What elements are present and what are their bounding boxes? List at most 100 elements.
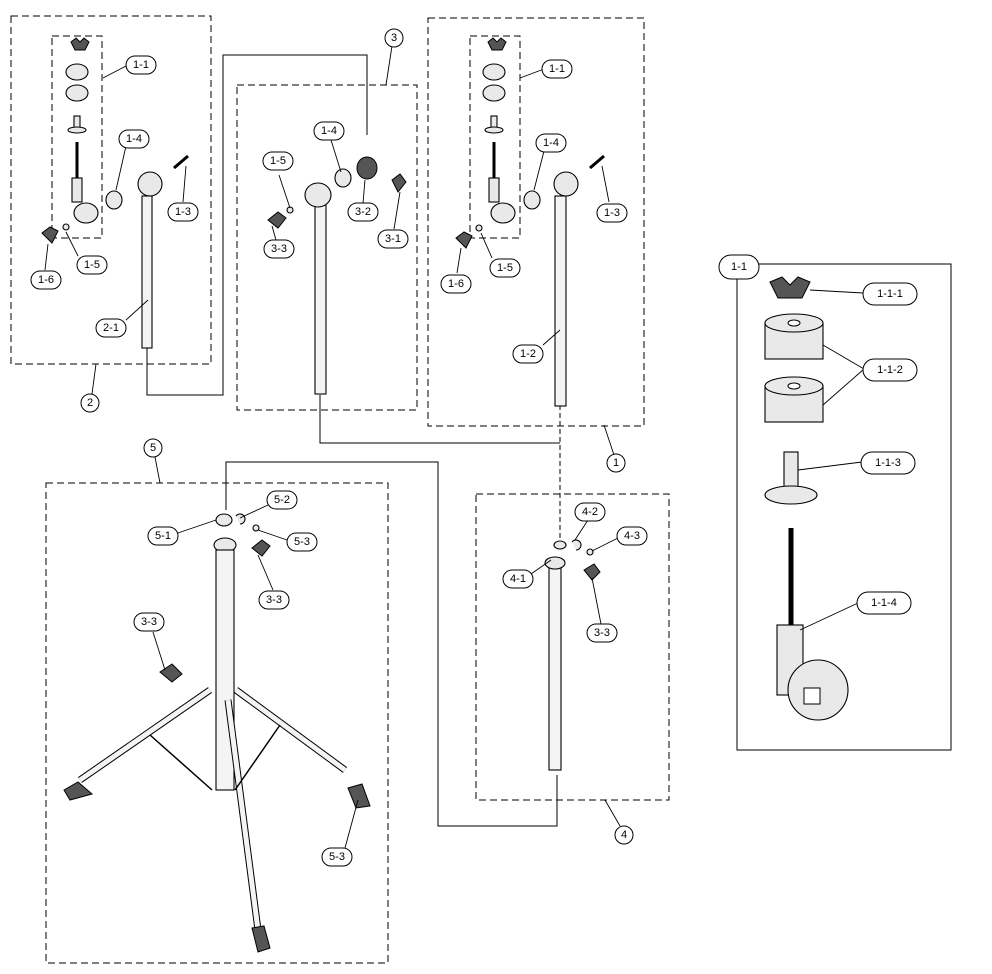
assembly-3-box — [236, 84, 418, 411]
assembly-3-number: 3 — [384, 28, 404, 48]
callout-label: 3-3 — [271, 243, 287, 255]
callout-pill: 1-3 — [596, 203, 628, 223]
callout-pill: 3-3 — [258, 590, 290, 610]
callout-label: 3-1 — [385, 233, 401, 245]
rubber-foot-icon — [347, 783, 371, 809]
center-pipe-icon — [215, 549, 235, 791]
wing-bolt-icon — [41, 226, 59, 244]
bushing-icon — [215, 513, 233, 527]
washer-icon — [586, 548, 594, 556]
wing-nut-icon — [487, 37, 507, 51]
washer-icon — [62, 223, 70, 231]
callout-pill: 1-1-1 — [862, 282, 918, 306]
callout-pill: 1-5 — [262, 151, 294, 171]
assembly-2-number: 2 — [80, 393, 100, 413]
leader-lines — [44, 45, 865, 849]
callout-label: 1-3 — [604, 207, 620, 219]
assembly-1-number: 1 — [606, 453, 626, 473]
rubber-foot-icon — [251, 925, 271, 953]
callout-pill: 3-3 — [586, 623, 618, 643]
spring-icon — [105, 190, 123, 210]
felt-hole-icon — [787, 319, 801, 327]
callout-label: 1-1 — [549, 63, 565, 75]
clip-icon — [235, 513, 246, 525]
callout-pill: 1-1-4 — [856, 591, 912, 615]
callout-pill: 1-4 — [118, 129, 150, 149]
callout-pill: 2-1 — [95, 318, 127, 338]
assembly-2-box — [10, 15, 212, 365]
callout-pill: 5-3 — [286, 532, 318, 552]
connector-5-to-4 — [225, 461, 558, 827]
tilter-body-icon — [71, 177, 83, 203]
wing-nut-icon — [70, 37, 90, 51]
callout-pill: 1-6 — [30, 270, 62, 290]
callout-label: 3-3 — [594, 627, 610, 639]
pipe-icon — [314, 199, 327, 395]
assembly-1-box — [427, 17, 645, 427]
detail-1-1-parts — [764, 276, 849, 721]
sleeve-icon — [73, 115, 81, 129]
tripod-leg-right-fill — [234, 687, 347, 773]
felt-washer-icon — [482, 84, 506, 102]
callout-pill: 3-3 — [133, 612, 165, 632]
callout-label: 5-3 — [294, 536, 310, 548]
wing-bolt-icon — [267, 211, 287, 229]
assembly-5-parts — [63, 513, 371, 953]
callout-label: 1-1 — [133, 59, 149, 71]
sleeve-flange-icon — [484, 126, 504, 134]
callout-pill: 5-2 — [266, 490, 298, 510]
tripod-leg-front-fill — [225, 699, 261, 931]
tilter-ring-icon — [553, 171, 579, 197]
subassembly-1-1-box-right — [469, 35, 521, 239]
clip-icon — [571, 539, 582, 551]
callout-pill: 1-2 — [512, 344, 544, 364]
callout-pill: 1-4 — [313, 121, 345, 141]
spring-icon — [523, 190, 541, 210]
callout-label: 5-2 — [274, 494, 290, 506]
wing-bolt-icon — [159, 663, 183, 683]
rubber-foot-icon — [63, 781, 94, 801]
callout-pill: 1-5 — [76, 255, 108, 275]
gear-block-icon — [356, 156, 378, 180]
callout-label: 1-4 — [126, 133, 142, 145]
callout-label: 4-2 — [582, 506, 598, 518]
callout-pill: 1-1 — [125, 55, 157, 75]
tripod-leg-left-fill — [78, 687, 212, 783]
detail-1-1-box — [736, 263, 952, 751]
callout-label: 1-2 — [520, 348, 536, 360]
brace-icon — [149, 734, 213, 791]
callout-pill: 4-3 — [616, 526, 648, 546]
felt-washer-icon — [65, 84, 89, 102]
felt-washer-icon — [482, 63, 506, 81]
felt-washer-icon — [65, 63, 89, 81]
wing-nut-icon — [769, 276, 811, 299]
tilter-body-icon — [488, 177, 500, 203]
callout-label: 1-1-1 — [877, 288, 903, 300]
assembly-2-label: 2 — [87, 397, 93, 409]
wing-bolt-icon — [455, 231, 473, 249]
washer-icon — [252, 524, 260, 532]
callout-pill: 3-1 — [377, 229, 409, 249]
callout-label: 3-3 — [141, 616, 157, 628]
callout-pill: 1-3 — [167, 202, 199, 222]
assembly-4-box — [475, 493, 670, 801]
callout-pill: 3-3 — [263, 239, 295, 259]
callout-label: 1-6 — [448, 278, 464, 290]
callout-pill: 5-1 — [147, 526, 179, 546]
assembly-5-box — [45, 482, 389, 964]
callout-label: 1-1-2 — [877, 364, 903, 376]
wing-bolt-icon — [583, 563, 601, 581]
assembly-2-parts — [41, 37, 189, 349]
callout-pill: 1-1-3 — [860, 451, 916, 475]
assembly-3-parts — [267, 156, 407, 395]
callout-label: 1-5 — [84, 259, 100, 271]
assembly-1-parts — [455, 37, 605, 407]
assembly-1-label: 1 — [613, 457, 619, 469]
callout-pill: 1-1 — [541, 59, 573, 79]
callout-label: 1-1-4 — [871, 597, 897, 609]
spring-icon — [334, 168, 352, 188]
sleeve-icon — [490, 115, 498, 129]
brace-icon — [234, 724, 281, 791]
callout-pill: 1-6 — [440, 274, 472, 294]
